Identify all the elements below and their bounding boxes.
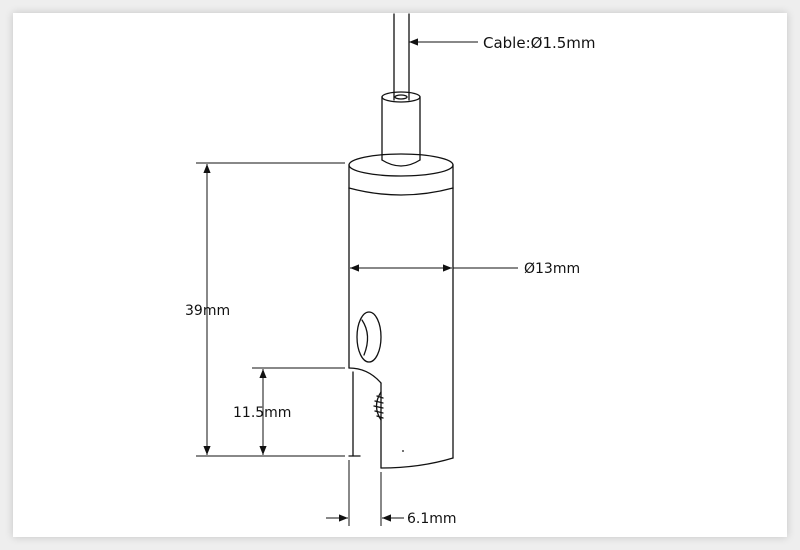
- slot-height-label: 11.5mm: [233, 405, 292, 421]
- slot-width-label: 6.1mm: [407, 511, 457, 527]
- total-height-label: 39mm: [185, 303, 231, 319]
- drawing-card: [13, 13, 787, 537]
- main-body: [348, 187, 454, 469]
- dimension-slot-height: [252, 367, 345, 455]
- cable-hole: [356, 311, 382, 363]
- cable-label: Cable:Ø1.5mm: [483, 34, 596, 52]
- dimension-slot-width: [326, 460, 404, 526]
- center-dot: [402, 450, 404, 452]
- collar: [381, 91, 421, 167]
- cable: [393, 13, 410, 101]
- set-screw: [373, 391, 384, 421]
- dimension-total-height: [196, 162, 345, 457]
- diameter-label: Ø13mm: [524, 261, 581, 277]
- dimension-diameter: [348, 258, 518, 278]
- top-cap: [348, 153, 454, 196]
